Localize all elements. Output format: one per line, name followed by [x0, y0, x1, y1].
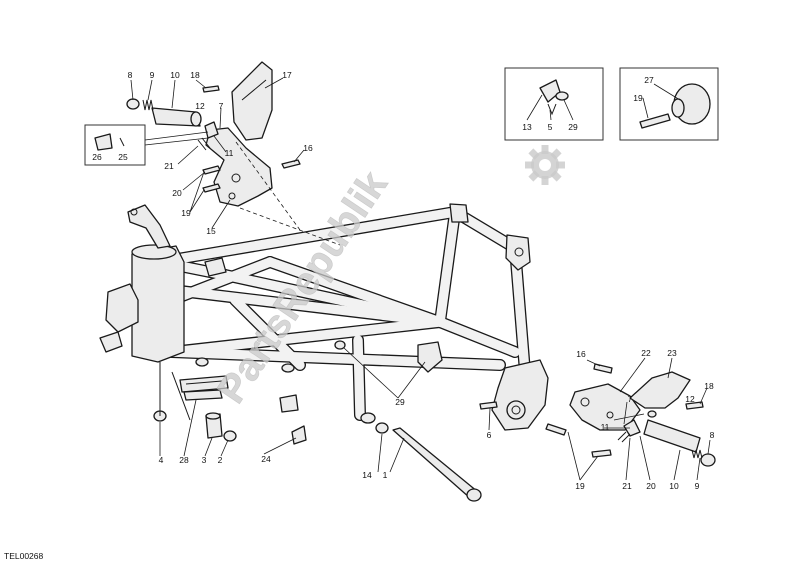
callout-19: 19: [633, 93, 643, 103]
cable-clip: [291, 425, 307, 445]
callout-21: 21: [164, 161, 174, 171]
side-stand-rod: [392, 427, 479, 499]
frame-tab-b: [417, 341, 443, 373]
head-tube-top: [131, 244, 177, 260]
swingarm-pivot-plate: [491, 359, 549, 431]
callout-27: 27: [644, 75, 654, 85]
head-tube: [131, 245, 185, 363]
right-bolt-e: [685, 401, 704, 410]
callout-12: 12: [685, 394, 695, 404]
steering-lock-bracket: [105, 283, 139, 333]
callout-1: 1: [383, 470, 388, 480]
washer-a: [223, 430, 237, 442]
callout-26: 26: [92, 152, 102, 162]
callout-18: 18: [190, 70, 200, 80]
leader-lines: [130, 77, 711, 481]
callout-8: 8: [128, 70, 133, 80]
upper-rear-lug: [505, 234, 531, 271]
callout-7: 7: [219, 101, 224, 111]
right-bolt-b: [545, 423, 567, 436]
callout-9: 9: [150, 70, 155, 80]
callout-19: 19: [181, 208, 191, 218]
left-bolt-a: [202, 165, 221, 175]
callout-labels: 8 9 10 18 17 12 7 26 25 21 11 16 20 19 1…: [92, 70, 714, 491]
right-spring: [691, 449, 703, 459]
left-footpeg-rubber: [126, 98, 140, 110]
callout-5: 5: [548, 122, 553, 132]
frame-label-plate-a: [179, 375, 229, 393]
callout-29: 29: [395, 397, 405, 407]
detail-box-27-19: [619, 67, 719, 141]
callout-3: 3: [202, 455, 207, 465]
callout-10: 10: [669, 481, 679, 491]
callout-13: 13: [522, 122, 532, 132]
callout-11: 11: [225, 148, 234, 158]
drawing-code-label: TEL00268: [4, 551, 44, 561]
callout-12: 12: [195, 101, 205, 111]
callout-15: 15: [206, 226, 216, 236]
right-bolt-a: [479, 401, 498, 410]
fairing-stay: [127, 204, 171, 249]
callout-23: 23: [667, 348, 677, 358]
right-footrest-assembly: [479, 363, 716, 467]
callout-21: 21: [622, 481, 632, 491]
callout-10: 10: [170, 70, 180, 80]
frame-tubes-fill: [155, 207, 530, 420]
callout-8: 8: [710, 430, 715, 440]
head-tube-lower-lug: [99, 331, 123, 353]
callout-4: 4: [159, 455, 164, 465]
right-bolt-c: [591, 449, 612, 458]
callout-28: 28: [179, 455, 189, 465]
lower-mount-lug: [279, 394, 299, 413]
left-bolt-b: [202, 183, 221, 193]
callout-11: 11: [601, 422, 610, 432]
callout-9: 9: [695, 481, 700, 491]
callout-2: 2: [218, 455, 223, 465]
right-footpeg: [643, 419, 701, 453]
frame-boss-b: [334, 340, 346, 350]
frame-label-plate-b: [183, 389, 223, 401]
right-pin: [623, 419, 641, 437]
main-frame: [99, 203, 549, 431]
callout-16: 16: [303, 143, 313, 153]
callout-24: 24: [261, 454, 271, 464]
callout-6: 6: [487, 430, 492, 440]
left-footpeg: [151, 107, 201, 127]
detail-clip: [94, 133, 113, 151]
left-heel-guard: [231, 61, 273, 141]
right-heel-guard: [629, 371, 691, 409]
left-bolt-c: [202, 85, 220, 93]
callout-20: 20: [172, 188, 182, 198]
right-bolt-d: [593, 363, 613, 374]
rubber-plug: [375, 422, 389, 434]
frame-boss-c: [360, 412, 376, 424]
left-pin: [204, 121, 219, 139]
callout-25: 25: [118, 152, 128, 162]
detail-box-13-5-29: [504, 67, 604, 141]
callout-19: 19: [575, 481, 585, 491]
detail-box-26-25: [84, 124, 146, 166]
frame-boss-a: [281, 363, 295, 373]
frame-tab-a: [204, 257, 227, 277]
callout-17: 17: [282, 70, 292, 80]
callout-20: 20: [646, 481, 656, 491]
swingarm-pivot-hole: [506, 400, 526, 420]
frame-boss-d: [195, 357, 209, 367]
callout-22: 22: [641, 348, 651, 358]
left-bolt-d: [281, 159, 301, 169]
callout-16: 16: [576, 349, 586, 359]
gear-icon: [525, 145, 565, 185]
callout-18: 18: [704, 381, 714, 391]
callout-7: 7: [628, 394, 633, 404]
callout-14: 14: [362, 470, 372, 480]
callout-29: 29: [568, 122, 578, 132]
left-spring: [142, 99, 154, 111]
top-rear-lug: [449, 203, 469, 223]
right-footpeg-rubber: [700, 453, 716, 467]
loose-parts: [179, 375, 482, 502]
